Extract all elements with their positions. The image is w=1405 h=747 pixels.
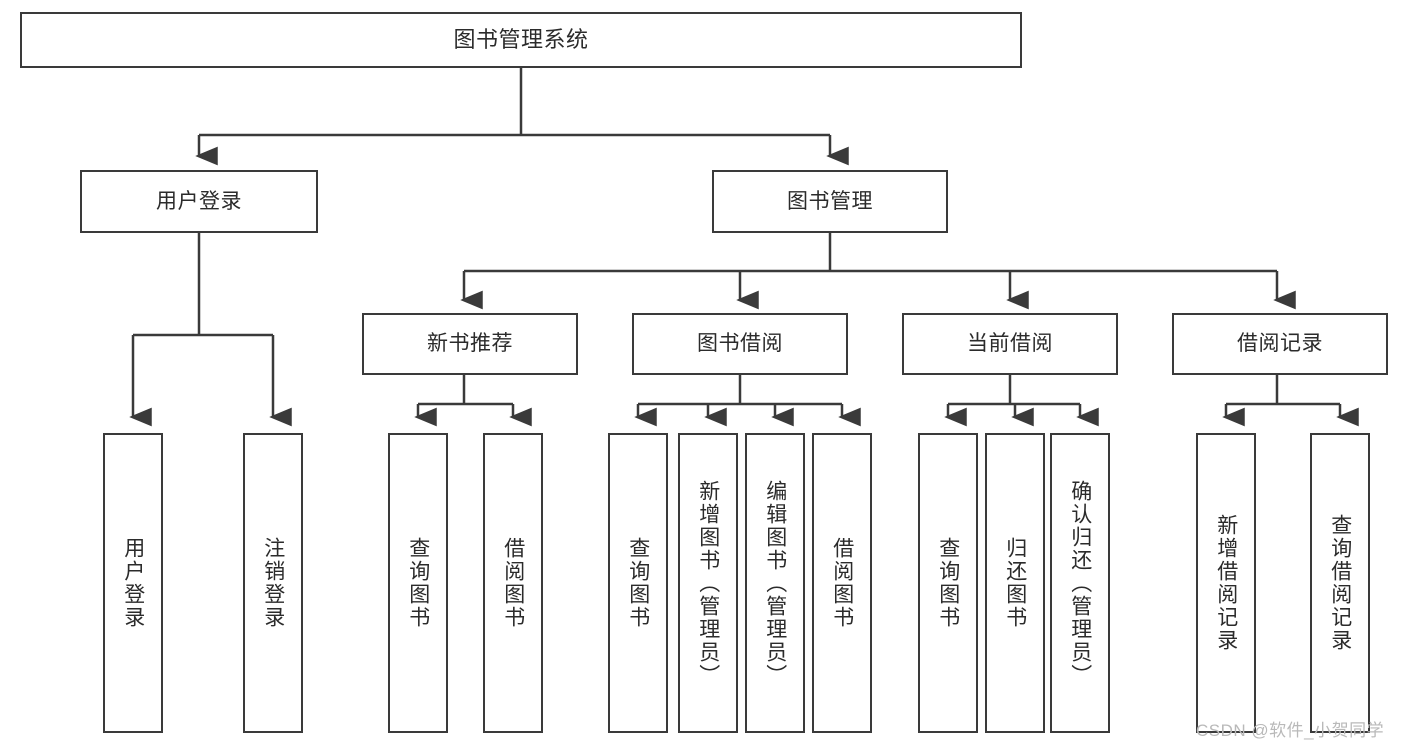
node-label: 编辑图书（管理员）	[763, 479, 787, 687]
node-label: 借阅图书	[830, 537, 854, 629]
watermark-text: CSDN @软件_小贺同学	[1196, 721, 1385, 740]
node-label: 查询图书	[936, 537, 960, 629]
node-label: 用户登录	[121, 537, 145, 629]
leaf-confirm-return-admin[interactable]: 确认归还（管理员）	[1050, 433, 1110, 733]
leaf-query-book-borrow[interactable]: 查询图书	[608, 433, 668, 733]
node-book-borrow[interactable]: 图书借阅	[632, 313, 848, 375]
node-user-login[interactable]: 用户登录	[80, 170, 318, 233]
node-root-system[interactable]: 图书管理系统	[20, 12, 1022, 68]
node-label: 图书借阅	[697, 332, 783, 356]
leaf-edit-book-admin[interactable]: 编辑图书（管理员）	[745, 433, 805, 733]
leaf-add-book-admin[interactable]: 新增图书（管理员）	[678, 433, 738, 733]
node-label: 查询图书	[626, 537, 650, 629]
leaf-query-book-recommend[interactable]: 查询图书	[388, 433, 448, 733]
node-label: 查询借阅记录	[1328, 514, 1352, 652]
node-label: 图书管理系统	[453, 26, 589, 52]
node-book-management[interactable]: 图书管理	[712, 170, 948, 233]
leaf-borrow-book[interactable]: 借阅图书	[812, 433, 872, 733]
node-label: 新增借阅记录	[1214, 514, 1238, 652]
leaf-user-login[interactable]: 用户登录	[103, 433, 163, 733]
leaf-add-borrow-record[interactable]: 新增借阅记录	[1196, 433, 1256, 733]
leaf-borrow-book-recommend[interactable]: 借阅图书	[483, 433, 543, 733]
node-label: 确认归还（管理员）	[1068, 479, 1092, 687]
node-label: 新增图书（管理员）	[696, 479, 720, 687]
node-label: 查询图书	[406, 537, 430, 629]
node-current-borrow[interactable]: 当前借阅	[902, 313, 1118, 375]
node-label: 归还图书	[1003, 537, 1027, 629]
node-label: 当前借阅	[967, 332, 1053, 356]
leaf-query-borrow-record[interactable]: 查询借阅记录	[1310, 433, 1370, 733]
leaf-logout[interactable]: 注销登录	[243, 433, 303, 733]
node-label: 借阅图书	[501, 537, 525, 629]
node-label: 图书管理	[787, 189, 873, 213]
node-label: 注销登录	[261, 537, 285, 629]
leaf-query-book-current[interactable]: 查询图书	[918, 433, 978, 733]
node-label: 借阅记录	[1237, 332, 1323, 356]
node-borrow-record[interactable]: 借阅记录	[1172, 313, 1388, 375]
leaf-return-book[interactable]: 归还图书	[985, 433, 1045, 733]
node-new-book-recommend[interactable]: 新书推荐	[362, 313, 578, 375]
node-label: 用户登录	[156, 189, 242, 213]
node-label: 新书推荐	[427, 332, 513, 356]
